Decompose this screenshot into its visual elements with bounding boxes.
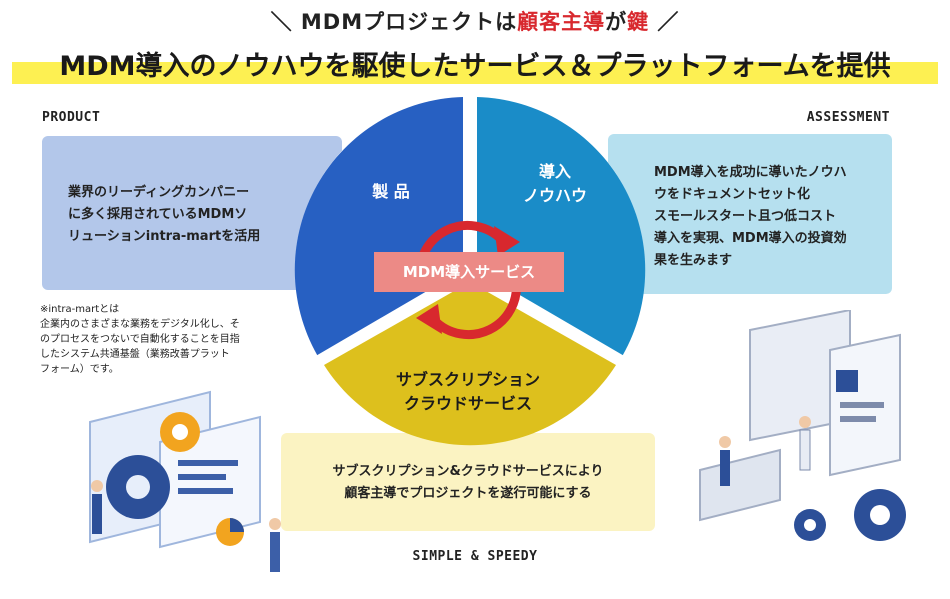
pie-slice xyxy=(230,518,244,532)
person-figure xyxy=(799,429,811,471)
right-illustration xyxy=(699,310,906,541)
gear-hole-icon xyxy=(804,519,816,531)
cycle-arrowhead-top xyxy=(494,226,520,256)
assessment-info-box xyxy=(608,134,892,294)
assessment-description: MDM導入を成功に導いたノウハ ウをドキュメントセット化 スモールスタート且つ低… xyxy=(654,162,890,272)
segment-label-line: サブスクリプション xyxy=(395,370,540,389)
product-label: PRODUCT xyxy=(42,110,101,125)
monitor-line xyxy=(840,402,884,408)
tagline-post: ／ xyxy=(649,10,680,34)
segment-label-line: 導入 xyxy=(538,162,571,181)
segment-label-product: 製 品 xyxy=(372,182,410,201)
center-service-banner: MDM導入サービス xyxy=(374,252,564,292)
note-line: したシステム共通基盤（業務改善プラット xyxy=(40,349,230,360)
person-head xyxy=(269,518,281,530)
person-head xyxy=(799,416,811,428)
gear-hole-icon xyxy=(172,424,188,440)
tagline-highlight-key: 鍵 xyxy=(627,10,650,34)
person-figure xyxy=(720,450,730,486)
product-info-box xyxy=(42,136,342,290)
tagline-pre: ＼ MDMプロジェクトは xyxy=(270,10,518,34)
gear-hole-icon xyxy=(126,475,150,499)
wheel-segment-subscription xyxy=(324,282,616,446)
product-desc-line: 業界のリーディングカンパニー xyxy=(68,185,250,200)
left-illustration xyxy=(89,390,281,572)
title-highlight-bar xyxy=(12,62,938,84)
product-desc-line: に多く採用されているMDMソ xyxy=(68,207,248,222)
assessment-desc-line: スモールスタート且つ低コスト xyxy=(654,209,837,224)
cycle-arrows-icon xyxy=(415,220,521,340)
note-line: ※intra-martとは xyxy=(40,304,120,315)
code-block-icon xyxy=(836,370,858,392)
note-line: フォーム）です。 xyxy=(40,364,119,375)
main-title: MDM導入のノウハウを駆使したサービス＆プラットフォームを提供 xyxy=(59,51,891,82)
center-service-label: MDM導入サービス xyxy=(402,263,536,281)
segment-label-knowhow: 導入 ノウハウ xyxy=(510,160,600,208)
cycle-arrowhead-bottom xyxy=(416,304,442,334)
assessment-desc-line: MDM導入を成功に導いたノウハ xyxy=(654,165,847,180)
simple-description: サブスクリプション&クラウドサービスにより 顧客主導でプロジェクトを遂行可能にす… xyxy=(290,461,646,505)
screen-line xyxy=(178,488,233,494)
person-head xyxy=(719,436,731,448)
tagline: ＼ MDMプロジェクトは顧客主導が鍵 ／ xyxy=(0,6,950,36)
cycle-arrow-bottom xyxy=(430,279,521,340)
product-description: 業界のリーディングカンパニー に多く採用されているMDMソ リューションintr… xyxy=(68,182,308,248)
note-line: 企業内のさまざまな業務をデジタル化し、そ xyxy=(40,319,240,330)
screen-line xyxy=(178,460,238,466)
assessment-desc-line: 導入を実現、MDM導入の投資効 xyxy=(654,231,847,246)
simple-speedy-label: SIMPLE & SPEEDY xyxy=(412,549,538,564)
assessment-desc-line: ウをドキュメントセット化 xyxy=(654,187,811,202)
segment-label-subscription: サブスクリプション クラウドサービス xyxy=(360,368,576,416)
note-line: のプロセスをつないで自動化することを目指 xyxy=(40,334,240,345)
person-head xyxy=(91,480,103,492)
simple-info-box xyxy=(281,433,655,531)
laptop-icon xyxy=(699,448,781,522)
tagline-mid: が xyxy=(605,10,628,34)
screen-line xyxy=(178,474,226,480)
gear-hole-icon xyxy=(870,505,890,525)
simple-desc-line: サブスクリプション&クラウドサービスにより xyxy=(332,464,604,479)
person-figure xyxy=(92,494,102,534)
simple-desc-line: 顧客主導でプロジェクトを遂行可能にする xyxy=(344,486,592,501)
assessment-desc-line: 果を生みます xyxy=(654,253,733,268)
tagline-highlight: 顧客主導 xyxy=(517,10,606,34)
segment-label-line: ノウハウ xyxy=(522,186,587,205)
segment-label-line: クラウドサービス xyxy=(403,394,532,413)
product-desc-line: リューションintra-martを活用 xyxy=(68,229,261,244)
intra-mart-note: ※intra-martとは 企業内のさまざまな業務をデジタル化し、そ のプロセス… xyxy=(40,302,278,377)
monitor-line xyxy=(840,416,876,422)
person-figure xyxy=(270,532,280,572)
assessment-label: ASSESSMENT xyxy=(806,110,890,125)
